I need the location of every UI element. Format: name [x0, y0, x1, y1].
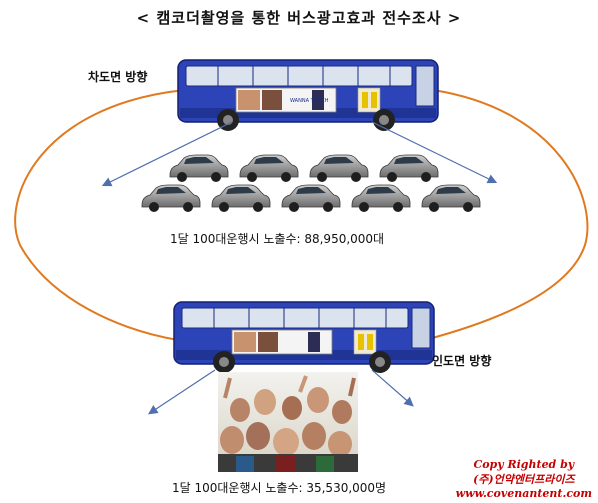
road-side-stat: 1달 100대운행시 노출수: 88,950,000대 — [170, 232, 385, 246]
car-icon — [421, 184, 481, 213]
arrow-left-sidewalk — [147, 369, 216, 415]
car-icon — [351, 184, 411, 213]
copyright-line2: (주)언약엔터프라이즈 — [473, 473, 575, 486]
car-icon — [281, 184, 341, 213]
bus-icon-road-side — [177, 59, 439, 132]
page-title: < 캠코더촬영을 통한 버스광고효과 전수조사 > — [136, 9, 462, 27]
arrow-right-road — [371, 121, 498, 184]
bus-ad-text: WANNA TOUCH — [290, 98, 329, 104]
car-icon — [309, 154, 369, 183]
road-side-label: 차도면 방향 — [88, 70, 148, 84]
car-icon — [141, 184, 201, 213]
sidewalk-side-label: 인도면 방향 — [432, 354, 492, 368]
arrow-right-sidewalk — [371, 369, 414, 407]
arrow-left-road — [101, 121, 233, 187]
sidewalk-side-stat: 1달 100대운행시 노출수: 35,530,000명 — [172, 481, 387, 495]
exposure-loop — [14, 89, 186, 341]
car-icon — [211, 184, 271, 213]
car-icon — [379, 154, 439, 183]
bus-icon-sidewalk-side — [173, 301, 435, 374]
copyright-line3[interactable]: www.covenantent.com — [455, 487, 592, 500]
crowd-photo — [218, 372, 358, 472]
exposure-loop-right — [424, 89, 589, 341]
copyright-line1: Copy Righted by — [473, 458, 575, 471]
car-icon — [169, 154, 229, 183]
car-icon — [239, 154, 299, 183]
copyright-block: Copy Righted by (주)언약엔터프라이즈 www.covenant… — [456, 458, 592, 500]
